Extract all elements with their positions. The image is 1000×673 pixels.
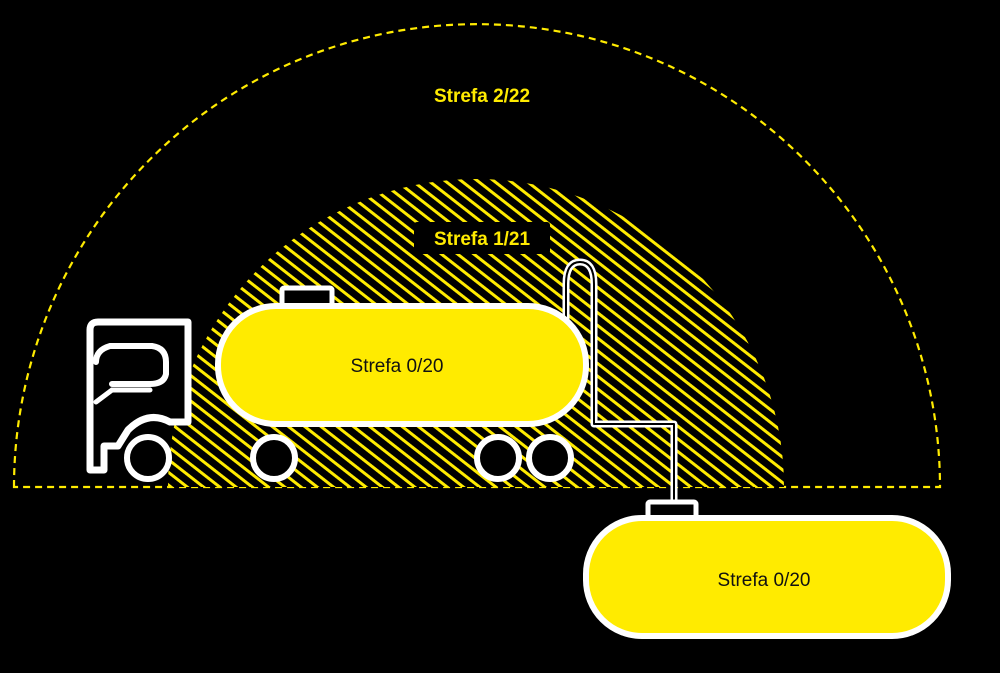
zone-2-22-label: Strefa 2/22 bbox=[434, 86, 530, 107]
zone-2-22-boundary bbox=[12, 22, 942, 489]
tanker-wheel-front bbox=[250, 434, 298, 482]
tanker-wheel-rear-1 bbox=[474, 434, 522, 482]
tanker-zone-0-20-label: Strefa 0/20 bbox=[351, 356, 444, 377]
tanker-wheel-rear-2 bbox=[526, 434, 574, 482]
tanker-tank-icon bbox=[215, 303, 589, 427]
truck-cab-icon bbox=[86, 318, 192, 474]
storage-zone-0-20-label: Strefa 0/20 bbox=[718, 570, 811, 591]
storage-tank-icon bbox=[583, 515, 951, 639]
zone-1-21-label: Strefa 1/21 bbox=[434, 229, 531, 250]
zone-1-21-label-bg bbox=[414, 222, 550, 254]
cab-wheel bbox=[124, 434, 172, 482]
